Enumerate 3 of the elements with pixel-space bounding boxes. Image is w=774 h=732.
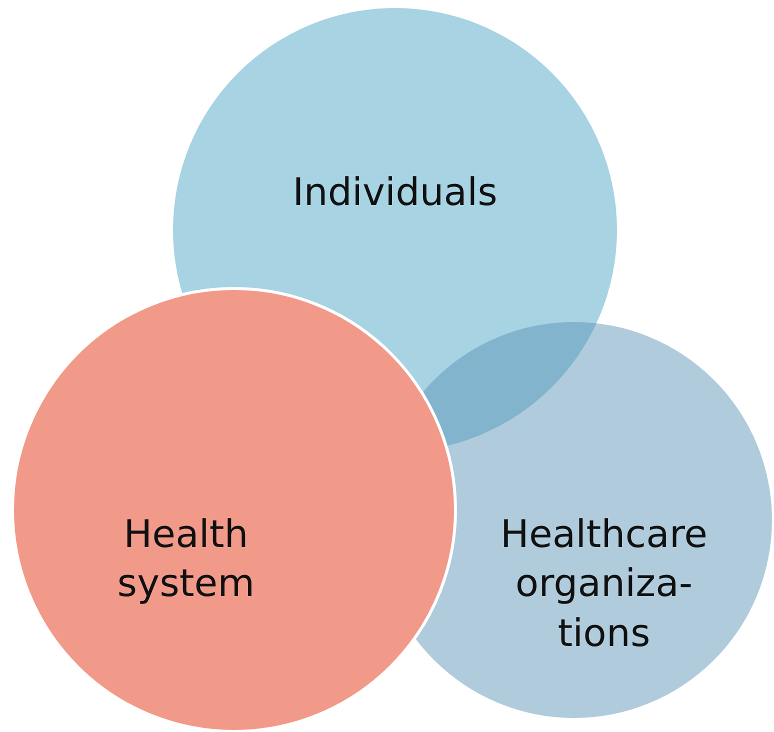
circle-label: Health system: [116, 511, 256, 608]
circle-label: Individuals: [292, 169, 498, 216]
circle-label: Healthcare organiza- tions: [499, 511, 709, 657]
